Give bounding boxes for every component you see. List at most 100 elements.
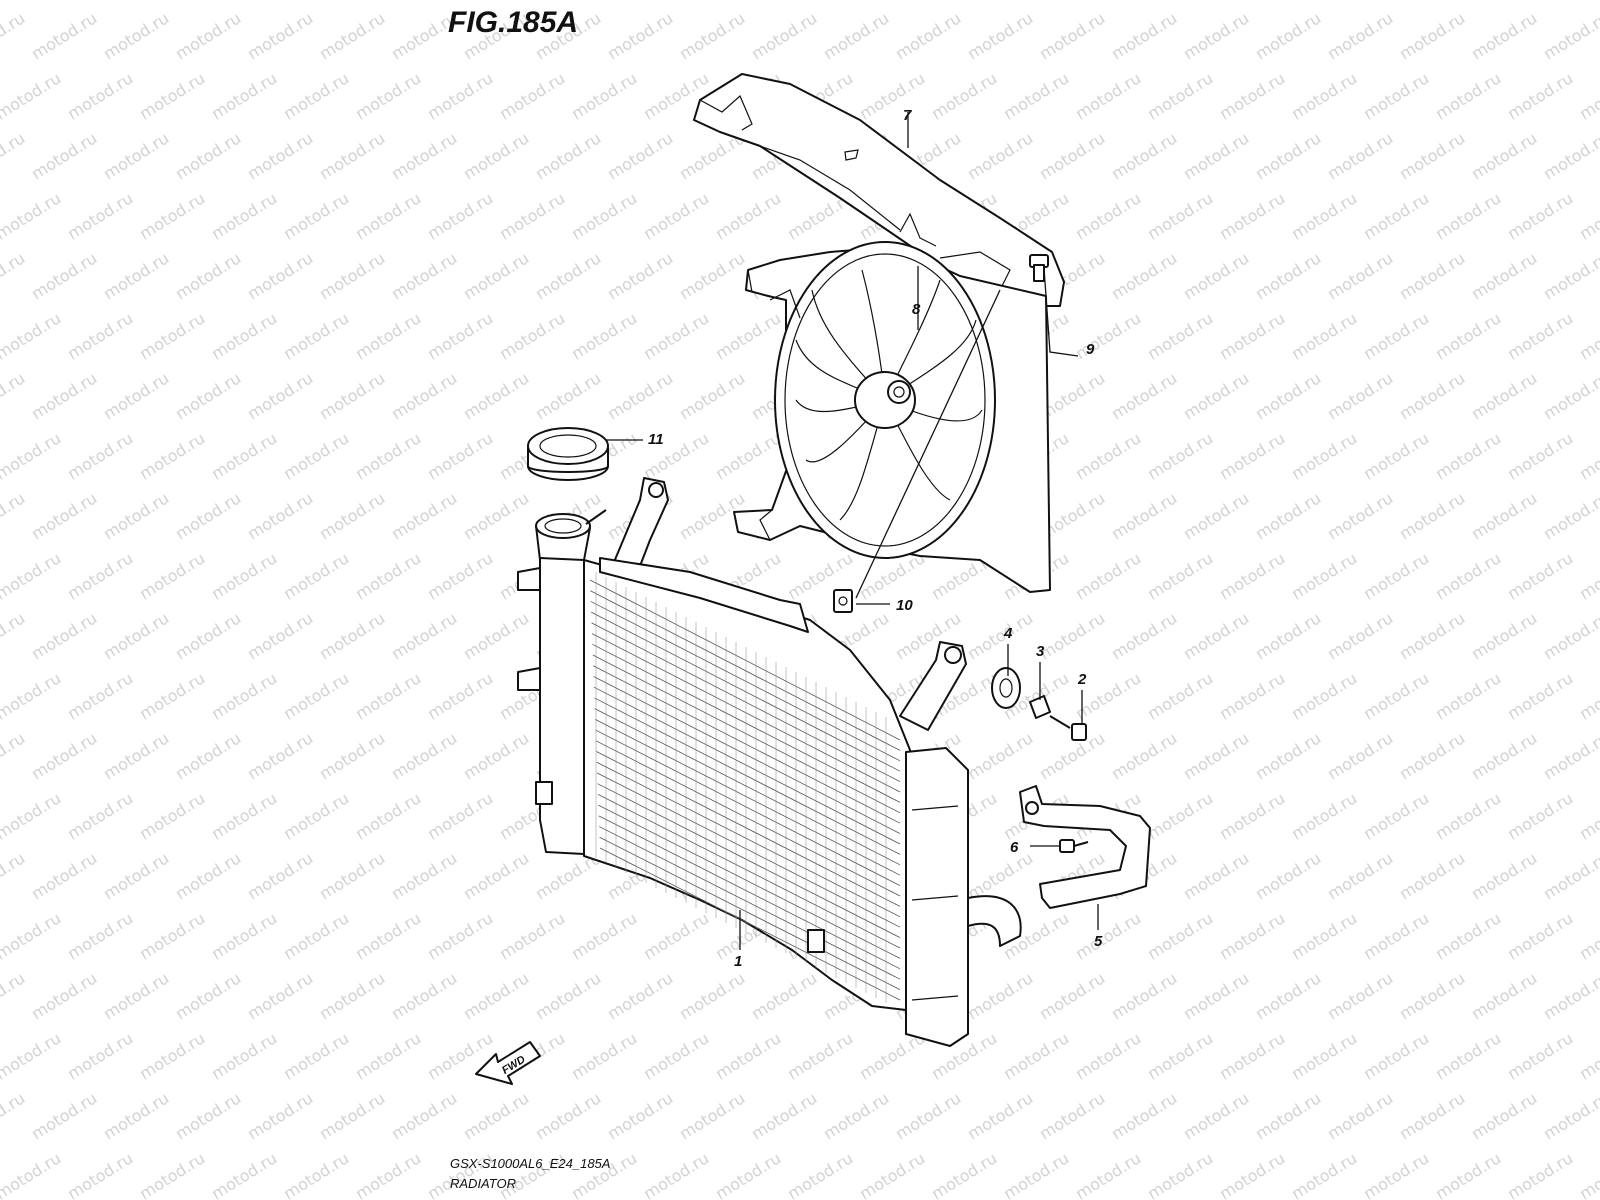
leader-lines <box>606 112 1099 950</box>
watermark-text: motod.ru <box>1432 908 1504 963</box>
watermark-text: motod.ru <box>352 668 424 723</box>
watermark-text: motod.ru <box>1360 0 1432 3</box>
watermark-text: motod.ru <box>1324 128 1396 183</box>
part-8-cooling-fan <box>733 241 1051 593</box>
fin-line <box>597 772 901 928</box>
watermark-text: motod.ru <box>1252 248 1324 303</box>
watermark-text: motod.ru <box>892 8 964 63</box>
watermark-text: motod.ru <box>136 188 208 243</box>
watermark-text: motod.ru <box>352 1148 424 1200</box>
watermark-text: motod.ru <box>424 68 496 123</box>
watermark-text: motod.ru <box>640 308 712 363</box>
part-11-radiator-cap <box>527 427 609 481</box>
watermark-text: motod.ru <box>496 908 568 963</box>
watermark-text: motod.ru <box>820 8 892 63</box>
watermark-text: motod.ru <box>28 8 100 63</box>
watermark-text: motod.ru <box>280 188 352 243</box>
fin-line <box>598 804 901 959</box>
watermark-text: motod.ru <box>1180 608 1252 663</box>
watermark-text: motod.ru <box>640 0 712 3</box>
watermark-text: motod.ru <box>928 68 1000 123</box>
watermark-text: motod.ru <box>0 0 64 3</box>
watermark-text: motod.ru <box>1432 668 1504 723</box>
watermark-text: motod.ru <box>136 1148 208 1200</box>
watermark-text: motod.ru <box>1360 1148 1432 1200</box>
watermark-text: motod.ru <box>1036 128 1108 183</box>
watermark-text: motod.ru <box>1144 668 1216 723</box>
watermark-text: motod.ru <box>100 968 172 1023</box>
watermark-text: motod.ru <box>1216 428 1288 483</box>
watermark-text: motod.ru <box>1360 308 1432 363</box>
fin-line <box>596 761 901 918</box>
watermark-text: motod.ru <box>28 968 100 1023</box>
watermark-text: motod.ru <box>316 128 388 183</box>
watermark-text: motod.ru <box>1180 968 1252 1023</box>
watermark-text: motod.ru <box>1072 1148 1144 1200</box>
watermark-text: motod.ru <box>1432 0 1504 3</box>
callout-5: 5 <box>1094 933 1103 950</box>
watermark-text: motod.ru <box>1576 1148 1600 1200</box>
watermark-text: motod.ru <box>1396 248 1468 303</box>
watermark-text: motod.ru <box>1396 608 1468 663</box>
watermark-text: motod.ru <box>460 488 532 543</box>
callout-1: 1 <box>734 953 742 970</box>
watermark-text: motod.ru <box>280 68 352 123</box>
watermark-text: motod.ru <box>1468 608 1540 663</box>
watermark-text: motod.ru <box>352 188 424 243</box>
watermark-text: motod.ru <box>244 488 316 543</box>
watermark-text: motod.ru <box>1396 8 1468 63</box>
fin-line <box>598 815 901 970</box>
watermark-text: motod.ru <box>1180 1088 1252 1143</box>
watermark-text: motod.ru <box>244 608 316 663</box>
watermark-text: motod.ru <box>136 548 208 603</box>
watermark-text: motod.ru <box>1072 188 1144 243</box>
watermark-text: motod.ru <box>1000 1028 1072 1083</box>
watermark-text: motod.ru <box>28 1088 100 1143</box>
watermark-text: motod.ru <box>496 188 568 243</box>
watermark-text: motod.ru <box>1216 1148 1288 1200</box>
watermark-text: motod.ru <box>172 968 244 1023</box>
watermark-text: motod.ru <box>712 1028 784 1083</box>
watermark-text: motod.ru <box>1180 368 1252 423</box>
watermark-text: motod.ru <box>388 488 460 543</box>
watermark-text: motod.ru <box>0 128 28 183</box>
watermark-text: motod.ru <box>1504 0 1576 3</box>
watermark-text: motod.ru <box>64 1148 136 1200</box>
watermark-text: motod.ru <box>208 188 280 243</box>
watermark-text: motod.ru <box>1504 308 1576 363</box>
watermark-text: motod.ru <box>208 908 280 963</box>
watermark-text: motod.ru <box>892 1088 964 1143</box>
watermark-text: motod.ru <box>1288 308 1360 363</box>
callout-11: 11 <box>648 431 664 448</box>
watermark-text: motod.ru <box>172 368 244 423</box>
watermark-text: motod.ru <box>460 368 532 423</box>
watermark-text: motod.ru <box>460 608 532 663</box>
watermark-text: motod.ru <box>388 248 460 303</box>
watermark-text: motod.ru <box>28 368 100 423</box>
watermark-text: motod.ru <box>244 1088 316 1143</box>
watermark-text: motod.ru <box>460 248 532 303</box>
watermark-text: motod.ru <box>64 788 136 843</box>
watermark-text: motod.ru <box>1396 1088 1468 1143</box>
watermark-text: motod.ru <box>1504 788 1576 843</box>
watermark-text: motod.ru <box>1144 428 1216 483</box>
watermark-text: motod.ru <box>1432 308 1504 363</box>
watermark-text: motod.ru <box>100 608 172 663</box>
watermark-text: motod.ru <box>172 848 244 903</box>
watermark-text: motod.ru <box>280 788 352 843</box>
watermark-text: motod.ru <box>1504 908 1576 963</box>
watermark-text: motod.ru <box>28 248 100 303</box>
watermark-text: motod.ru <box>64 428 136 483</box>
watermark-text: motod.ru <box>388 968 460 1023</box>
watermark-text: motod.ru <box>1540 728 1600 783</box>
watermark-text: motod.ru <box>1468 728 1540 783</box>
fin-line <box>595 729 901 886</box>
watermark-text: motod.ru <box>1360 188 1432 243</box>
watermark-text: motod.ru <box>1360 428 1432 483</box>
watermark-text: motod.ru <box>1072 428 1144 483</box>
watermark-text: motod.ru <box>460 968 532 1023</box>
watermark-text: motod.ru <box>388 368 460 423</box>
watermark-text: motod.ru <box>0 368 28 423</box>
watermark-text: motod.ru <box>712 188 784 243</box>
watermark-text: motod.ru <box>1216 68 1288 123</box>
